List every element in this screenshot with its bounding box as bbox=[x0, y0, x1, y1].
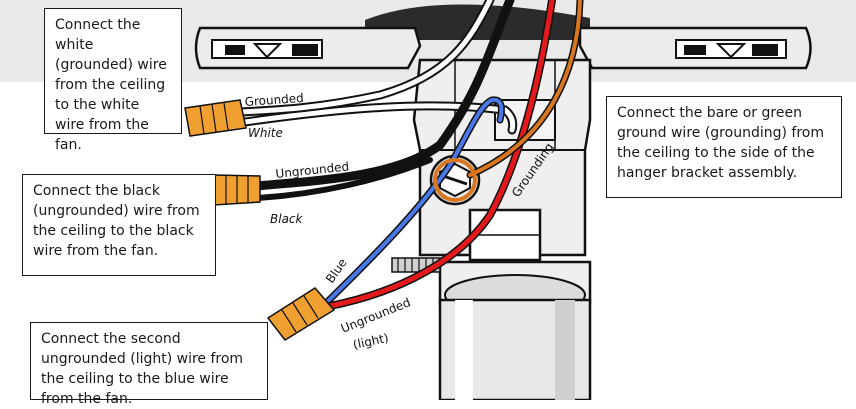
callout-white-wire: Connect the white (grounded) wire from t… bbox=[44, 8, 182, 153]
right-bracket-arm bbox=[578, 26, 812, 70]
ground-wire bbox=[468, 0, 582, 177]
callout-black-wire: Connect the black (ungrounded) wire from… bbox=[22, 174, 216, 276]
wire-nut-white bbox=[184, 99, 247, 137]
blue-wire bbox=[323, 97, 504, 306]
label-grounded: Grounded bbox=[244, 91, 304, 109]
callout-blue-wire: Connect the second ungrounded (light) wi… bbox=[30, 322, 268, 407]
down-rod bbox=[438, 298, 592, 400]
ground-screw bbox=[429, 154, 481, 206]
black-fan-wire bbox=[255, 157, 433, 201]
white-wire bbox=[242, 103, 516, 133]
red-wire bbox=[327, 0, 555, 309]
wire-nut-blue bbox=[266, 287, 336, 341]
white-supply-wire bbox=[237, 0, 493, 115]
left-bracket-arm bbox=[194, 26, 422, 70]
callout-ground-wire: Connect the bare or green ground wire (g… bbox=[606, 96, 842, 198]
ground-wire-loop bbox=[433, 158, 477, 202]
label-white: White bbox=[248, 126, 283, 140]
wire-nut-black bbox=[213, 174, 261, 206]
wiring-diagram-drawing: Grounded White Ungrounded Black Blue Ung… bbox=[0, 0, 856, 400]
label-black: Black bbox=[270, 212, 304, 226]
black-supply-wire bbox=[250, 0, 515, 191]
label-ungrounded-light-2: (light) bbox=[352, 331, 390, 352]
